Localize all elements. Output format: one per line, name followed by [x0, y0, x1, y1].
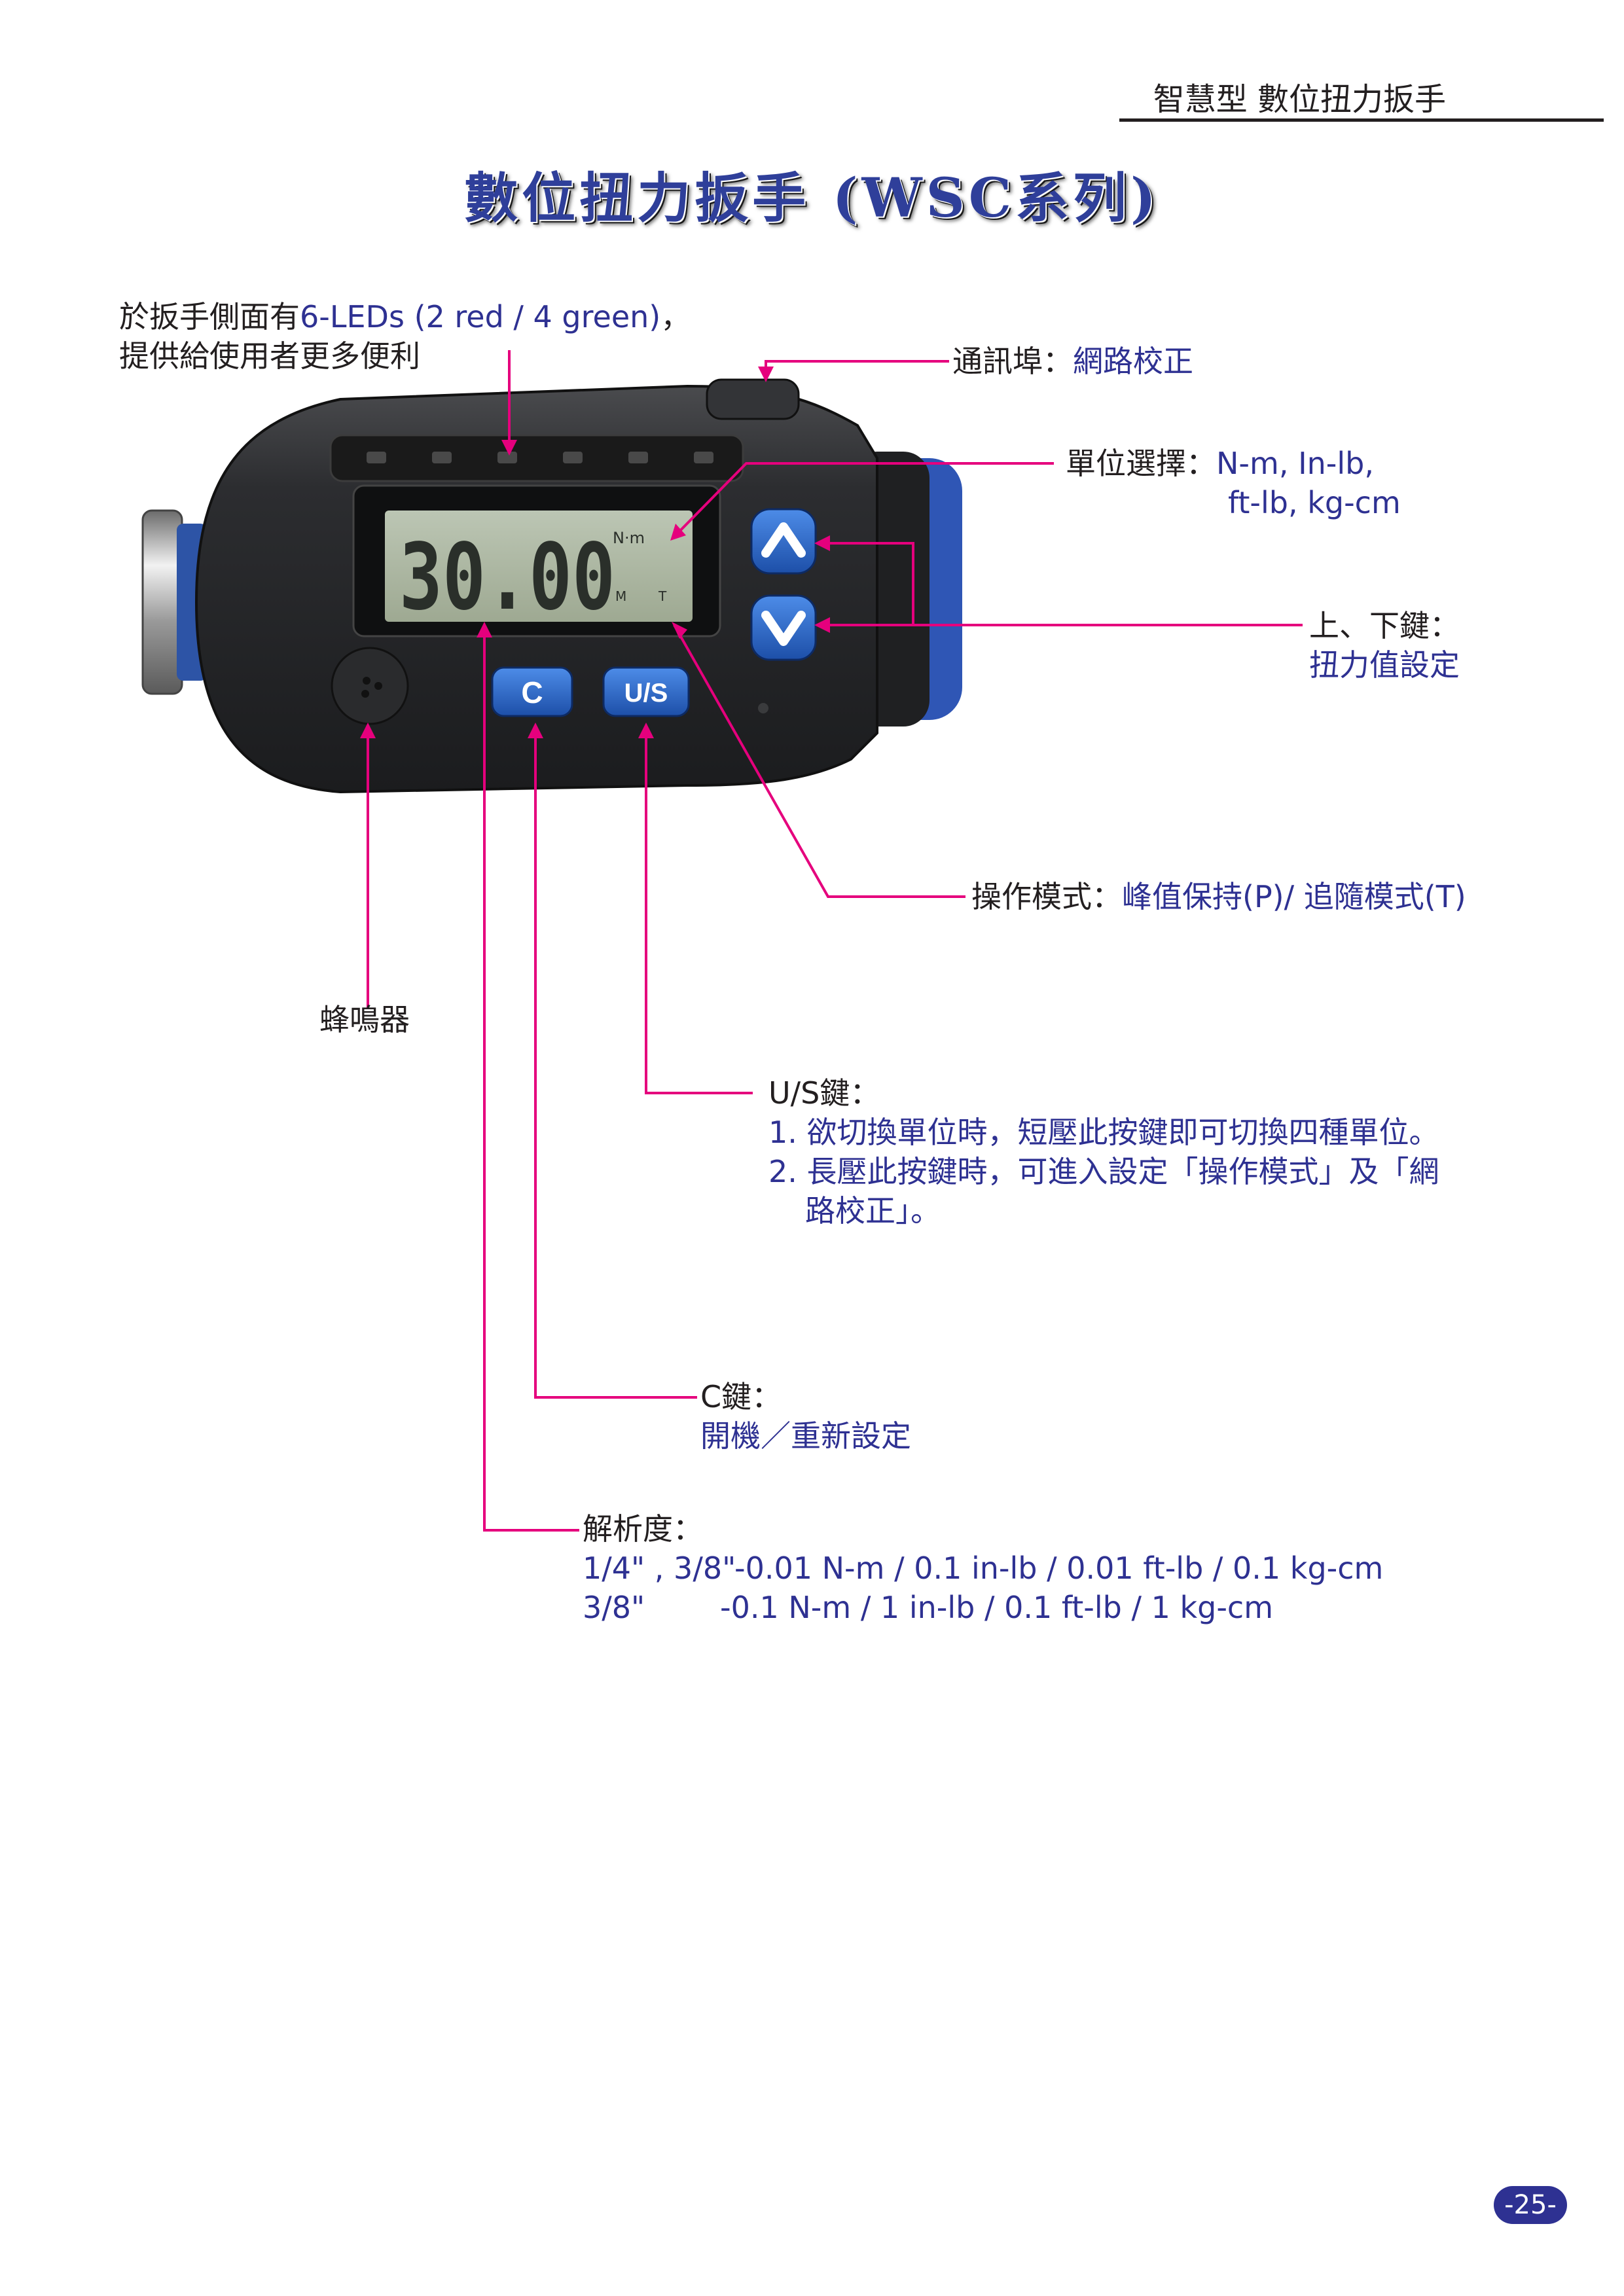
callout-us-label: U/S鍵：	[768, 1073, 880, 1113]
callout-unit-label: 單位選擇：	[1066, 446, 1216, 481]
led-strip	[331, 435, 743, 481]
callout-mode-label: 操作模式：	[971, 879, 1122, 914]
callout-c-value: 開機／重新設定	[700, 1416, 911, 1456]
buzzer	[332, 648, 408, 724]
lcd-unit: N·m	[613, 529, 645, 547]
callout-unit-value1: N-m, In-lb,	[1216, 446, 1374, 481]
callout-updown-value: 扭力值設定	[1309, 645, 1460, 685]
svg-text:C: C	[521, 675, 543, 709]
page-number: -25-	[1494, 2186, 1567, 2224]
down-button	[751, 596, 816, 660]
callout-resolution-row1b: -0.01 N-m / 0.1 in-lb / 0.01 ft-lb / 0.1…	[734, 1549, 1383, 1588]
callout-us-item2b: 路校正」。	[805, 1191, 941, 1230]
us-button: U/S	[604, 668, 689, 716]
callout-leds-line1: 於扳手側面有6-LEDs (2 red / 4 green)，	[119, 297, 691, 336]
up-button	[751, 509, 816, 573]
callout-leds-prefix: 於扳手側面有	[119, 299, 300, 334]
callout-resolution-row2a: 3/8"	[583, 1588, 645, 1627]
svg-text:U/S: U/S	[624, 679, 668, 708]
callout-us-item1: 1. 欲切換單位時，短壓此按鍵即可切換四種單位。	[768, 1113, 1439, 1152]
callout-leds-highlight: 6-LEDs (2 red / 4 green)	[300, 299, 660, 334]
lcd-reading: 30.00	[399, 524, 615, 631]
lcd-mode-t: T	[658, 588, 667, 604]
port-bump	[707, 380, 799, 419]
callout-resolution-row2b: -0.1 N-m / 1 in-lb / 0.1 ft-lb / 1 kg-cm	[720, 1588, 1273, 1627]
lcd-mode-m: M	[615, 588, 626, 604]
status-dot	[758, 703, 768, 713]
square-drive	[143, 511, 182, 694]
callout-leds-suffix: ，	[660, 299, 691, 334]
callout-resolution-row1a: 1/4" , 3/8"	[583, 1549, 736, 1588]
callout-resolution-label: 解析度：	[583, 1509, 703, 1549]
callout-mode: 操作模式：峰值保持(P)/ 追隨模式(T)	[971, 877, 1466, 916]
callout-leds-line2: 提供給使用者更多便利	[119, 336, 420, 376]
callout-port: 通訊埠：網路校正	[952, 342, 1193, 381]
callout-buzzer: 蜂鳴器	[319, 1000, 410, 1039]
callout-updown-label: 上、下鍵：	[1309, 606, 1460, 645]
c-button: C	[492, 668, 572, 716]
callout-mode-value: 峰值保持(P)/ 追隨模式(T)	[1122, 879, 1466, 914]
callout-us-item2a: 2. 長壓此按鍵時，可進入設定「操作模式」及「網	[768, 1152, 1439, 1191]
callout-port-label: 通訊埠：	[952, 344, 1073, 379]
callout-c-label: C鍵：	[700, 1377, 782, 1416]
callout-unit-select: 單位選擇：N-m, In-lb,	[1066, 444, 1374, 483]
callout-port-value: 網路校正	[1073, 344, 1193, 379]
callout-unit-value2: ft-lb, kg-cm	[1228, 483, 1401, 522]
